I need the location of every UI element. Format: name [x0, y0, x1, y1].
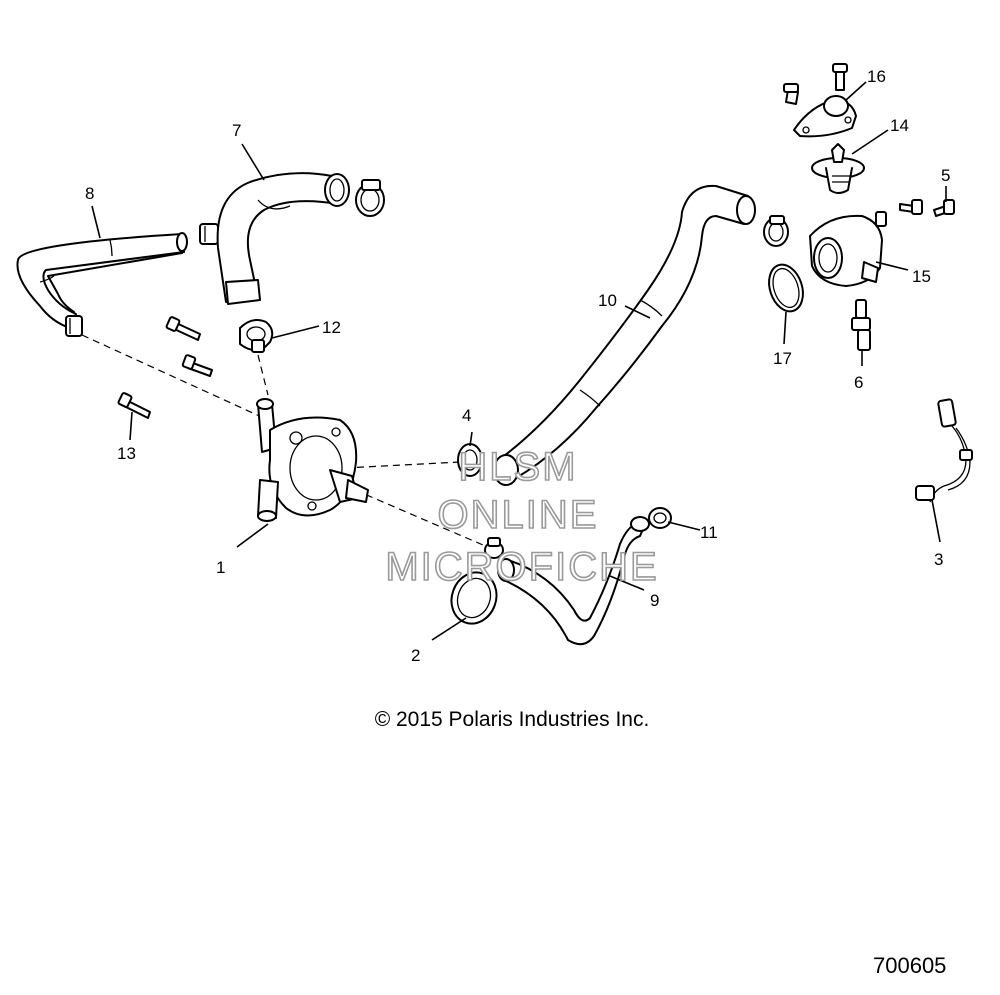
o-ring-2 — [450, 571, 498, 625]
hose-9 — [497, 516, 650, 646]
callout-15: 15 — [912, 267, 931, 286]
thermostat-14 — [811, 143, 865, 194]
callout-1: 1 — [216, 558, 225, 577]
clamp-7b — [355, 179, 385, 217]
hose-7 — [216, 172, 350, 305]
callout-2: 2 — [411, 646, 420, 665]
clamp-7a — [199, 223, 219, 245]
hose-8 — [16, 232, 188, 329]
figure-id: 700605 — [873, 953, 947, 978]
callout-16: 16 — [867, 67, 886, 86]
temp-sensor-6 — [851, 299, 871, 351]
callout-12: 12 — [322, 318, 341, 337]
copyright-notice: © 2015 Polaris Industries Inc. — [374, 708, 650, 731]
watermark-line-2: ONLINE — [438, 493, 599, 537]
callout-17: 17 — [773, 349, 792, 368]
thermostat-cover-16 — [783, 63, 857, 138]
callout-9: 9 — [650, 591, 659, 610]
callout-11: 11 — [700, 523, 718, 542]
clamp-12 — [239, 319, 274, 353]
clamp-10 — [763, 215, 789, 247]
water-pump-1 — [256, 398, 369, 522]
callout-labels: 1 2 3 4 5 6 7 8 9 10 11 12 13 14 15 16 1… — [85, 67, 950, 665]
watermark-line-1: HLSM — [458, 445, 577, 489]
watermark-line-3: MICROFICHE — [385, 545, 658, 589]
callout-6: 6 — [854, 373, 863, 392]
callout-5: 5 — [941, 166, 950, 185]
callout-14: 14 — [890, 116, 909, 135]
bolts-13 — [117, 316, 213, 419]
callout-7: 7 — [232, 121, 241, 140]
harness-3 — [915, 398, 973, 503]
callout-13: 13 — [117, 444, 136, 463]
callout-8: 8 — [85, 184, 94, 203]
callout-10: 10 — [598, 291, 617, 310]
callout-3: 3 — [934, 550, 943, 569]
leader-lines — [91, 81, 947, 641]
thermostat-housing-15 — [809, 211, 887, 287]
clamp-8a — [65, 315, 83, 337]
o-ring-17 — [768, 263, 804, 313]
clamp-11 — [648, 507, 672, 529]
watermark: HLSM ONLINE MICROFICHE — [385, 444, 658, 590]
hose-10 — [493, 184, 756, 486]
callout-4: 4 — [462, 406, 471, 425]
clamp-9 — [484, 537, 504, 559]
alignment-lines — [81, 334, 491, 549]
bolts-5 — [899, 199, 955, 217]
